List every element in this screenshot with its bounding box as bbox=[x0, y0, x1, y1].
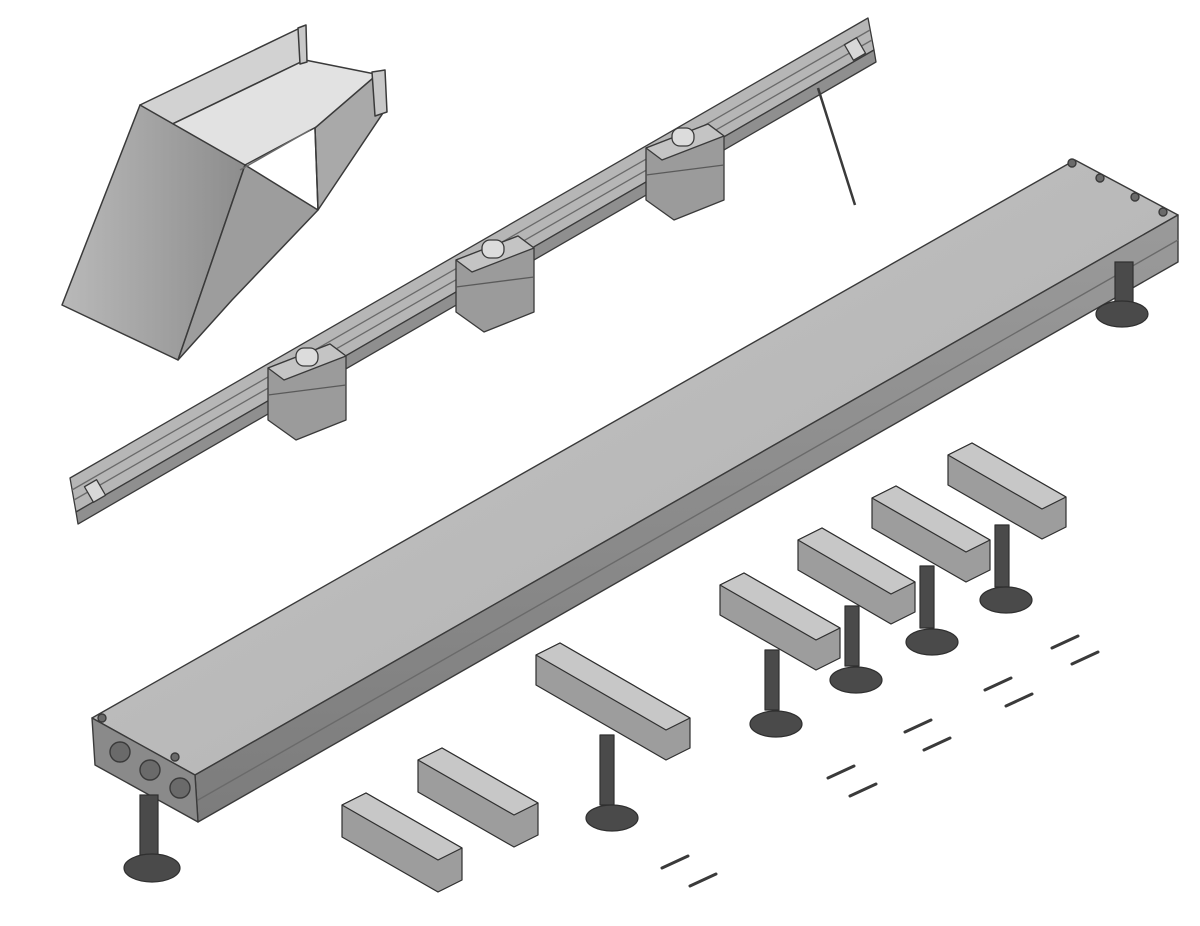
clamp-block bbox=[417, 747, 539, 848]
rail-clamp bbox=[645, 123, 725, 221]
chute-hood bbox=[61, 24, 388, 361]
screw bbox=[848, 782, 878, 798]
pipe-support-stand bbox=[719, 572, 841, 738]
pipe-support-stand bbox=[947, 442, 1067, 614]
tray-support-foot bbox=[1095, 261, 1149, 328]
screw-set bbox=[660, 634, 1100, 888]
rail-clamp bbox=[455, 235, 535, 333]
tray-support-foot bbox=[123, 794, 181, 883]
screw bbox=[903, 718, 933, 734]
screw bbox=[826, 764, 856, 780]
clamp-block bbox=[341, 792, 463, 893]
screw bbox=[1050, 634, 1080, 650]
rail-clamp bbox=[267, 343, 347, 441]
screw bbox=[1070, 650, 1100, 666]
screw bbox=[983, 676, 1013, 692]
pipe-support-stand bbox=[797, 527, 916, 694]
cover-tray bbox=[91, 158, 1179, 823]
pipe-support-stand bbox=[535, 642, 691, 832]
rail-probe-wire bbox=[816, 87, 857, 206]
pipe-support-stand bbox=[871, 485, 991, 656]
screw bbox=[660, 854, 690, 870]
screw bbox=[922, 736, 952, 752]
screw bbox=[688, 872, 718, 888]
screw bbox=[1004, 692, 1034, 708]
